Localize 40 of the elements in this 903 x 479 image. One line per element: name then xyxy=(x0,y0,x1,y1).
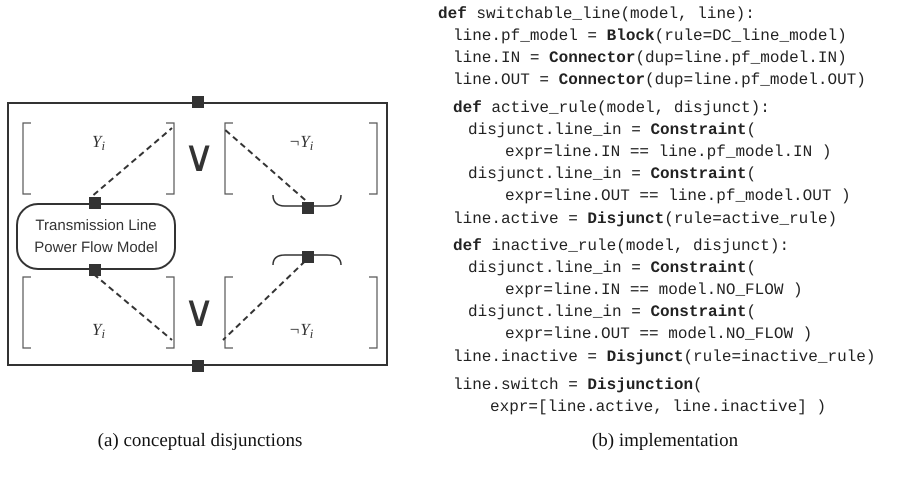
outer-frame xyxy=(7,102,388,366)
disjunct-bracket xyxy=(22,122,175,195)
code-line: line.IN = Connector(dup=line.pf_model.IN) xyxy=(453,48,847,68)
disjunct-bracket xyxy=(224,276,378,349)
formula-text: ¬Y$_{i}$ xyxy=(288,132,314,152)
port-square xyxy=(302,202,314,214)
dashed-connector xyxy=(92,127,173,196)
code-line: line.OUT = Connector(dup=line.pf_model.OUT) xyxy=(453,70,866,90)
subfigure-caption: (a) conceptual disjunctions xyxy=(98,429,302,453)
code-line: line.switch = Disjunction( xyxy=(453,375,703,395)
formula-text: ¬Y$_{i}$ xyxy=(288,320,314,340)
code-line: disjunct.line_in = Constraint( xyxy=(468,258,756,278)
code-line: def switchable_line(model, line): xyxy=(438,4,755,24)
code-line: disjunct.line_in = Constraint( xyxy=(468,120,756,140)
code-line: disjunct.line_in = Constraint( xyxy=(468,302,756,322)
code-line: line.pf_model = Block(rule=DC_line_model) xyxy=(453,26,847,46)
code-line: expr=line.IN == line.pf_model.IN ) xyxy=(505,142,832,162)
code-line: def active_rule(model, disjunct): xyxy=(453,98,770,118)
or-symbol: ∨ xyxy=(183,289,215,335)
disjunct-bracket xyxy=(224,122,378,195)
code-line: line.active = Disjunct(rule=active_rule) xyxy=(453,209,838,229)
formula-text: Y$_{i}$ xyxy=(92,132,105,152)
code-line: line.inactive = Disjunct(rule=inactive_rule) xyxy=(453,347,876,367)
subfigure-caption: (b) implementation xyxy=(592,429,738,453)
disjunct-bracket xyxy=(22,276,175,349)
code-line: expr=line.IN == model.NO_FLOW ) xyxy=(505,280,803,300)
code-line: disjunct.line_in = Constraint( xyxy=(468,164,756,184)
port-square xyxy=(89,197,101,209)
code-line: expr=line.OUT == line.pf_model.OUT ) xyxy=(505,186,851,206)
model-box: Transmission Line Power Flow Model xyxy=(16,203,176,270)
dashed-connector xyxy=(222,260,306,341)
code-line: expr=line.OUT == model.NO_FLOW ) xyxy=(505,324,812,344)
code-line: def inactive_rule(model, disjunct): xyxy=(453,236,790,256)
port-square xyxy=(89,264,101,276)
formula-text: Y$_{i}$ xyxy=(92,320,105,340)
port-square xyxy=(192,96,204,108)
port-square xyxy=(192,360,204,372)
dashed-connector xyxy=(222,127,306,201)
or-symbol: ∨ xyxy=(183,134,215,180)
code-line: expr=[line.active, line.inactive] ) xyxy=(490,397,826,417)
